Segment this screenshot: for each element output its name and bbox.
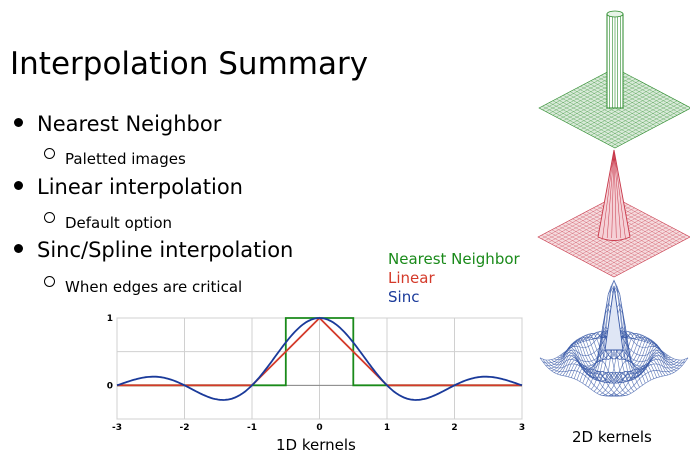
mesh-line — [607, 104, 685, 145]
x-tick-label: 2 — [451, 423, 457, 433]
bullet-label: Linear interpolation — [37, 175, 243, 199]
mesh-line — [594, 96, 671, 138]
subbullet-label: When edges are critical — [65, 278, 243, 296]
mesh-line — [610, 234, 687, 276]
mesh-line — [601, 100, 678, 141]
legend-entry-nearest: Nearest Neighbor — [388, 250, 520, 268]
mesh-line — [554, 352, 629, 396]
mesh-line — [590, 80, 667, 121]
mesh-line — [565, 342, 640, 388]
kernel-2d-sinc — [539, 279, 689, 397]
mesh-line — [580, 89, 657, 131]
mesh-line — [562, 344, 638, 390]
mesh-line — [590, 95, 667, 136]
mesh-line — [582, 220, 660, 261]
mesh-line — [571, 308, 646, 384]
legend-entry-sinc: Sinc — [388, 288, 420, 306]
mesh-line — [582, 308, 657, 384]
mesh-line — [605, 358, 680, 397]
bullet-dot-icon — [14, 180, 23, 190]
slide-title: Interpolation Summary — [10, 46, 369, 82]
mesh-line — [597, 98, 674, 140]
mesh-line — [587, 82, 664, 123]
bullet-nearest-neighbor: Nearest Neighbor — [14, 112, 221, 136]
mesh-line — [606, 233, 684, 274]
bullet-label: Nearest Neighbor — [37, 112, 222, 136]
hollow-circle-icon — [44, 148, 55, 159]
mesh-line — [611, 105, 688, 147]
subbullet-label: Default option — [65, 214, 173, 232]
mesh-line — [590, 344, 666, 390]
mesh-line — [542, 358, 617, 397]
mesh-line — [551, 355, 626, 396]
mesh-line — [588, 342, 663, 388]
mesh-line — [548, 358, 623, 397]
mesh-line — [557, 349, 632, 394]
bullet-dot-icon — [14, 117, 23, 127]
cone-stripe — [613, 149, 617, 239]
mesh-line — [611, 69, 688, 111]
legend-entry-linear: Linear — [388, 269, 435, 287]
series-line-sinc — [116, 317, 523, 401]
cone-stripe — [613, 149, 622, 239]
mesh-line — [604, 102, 681, 143]
hollow-circle-icon — [44, 276, 55, 287]
cone-stripe — [611, 149, 615, 239]
mesh-line — [599, 352, 674, 396]
kernel-2d-linear — [537, 149, 690, 278]
subbullet-default: Default option — [44, 212, 173, 232]
caption-1d-kernels: 1D kernels — [276, 436, 356, 454]
kernel-sinc-peak — [604, 285, 624, 351]
chart-series — [116, 316, 523, 401]
bullet-sinc: Sinc/Spline interpolation — [14, 238, 293, 262]
x-tick-label: 3 — [519, 423, 525, 433]
x-tick-label: 0 — [316, 423, 322, 433]
mesh-line — [593, 347, 669, 392]
mesh-line — [559, 347, 635, 392]
subbullet-label: Paletted images — [65, 150, 186, 168]
cone-stripe — [602, 149, 615, 239]
mesh-line — [596, 227, 673, 269]
kernel-2d-nearest — [538, 10, 690, 149]
mesh-line — [589, 224, 666, 265]
cone-stripe — [613, 149, 626, 239]
mesh-line — [587, 93, 664, 134]
mesh-line — [579, 287, 655, 382]
bullet-dot-icon — [14, 243, 23, 253]
x-tick-label: -2 — [180, 423, 190, 433]
mesh-line — [583, 91, 661, 132]
cone-stripe — [606, 149, 615, 239]
mesh-line — [611, 358, 686, 397]
mesh-line — [603, 231, 680, 272]
y-tick-label: 0 — [107, 381, 113, 391]
caption-2d-kernels: 2D kernels — [572, 428, 652, 446]
mesh-line — [573, 287, 649, 382]
x-tick-label: -1 — [247, 423, 257, 433]
mesh-line — [586, 222, 663, 263]
mesh-line — [596, 349, 671, 394]
chart-ticks: -3 -2 -1 0 1 2 3 0 1 — [107, 314, 525, 433]
bullet-label: Sinc/Spline interpolation — [37, 238, 294, 262]
subbullet-paletted: Paletted images — [44, 148, 186, 168]
chart-legend: Nearest Neighbor Linear Sinc — [388, 250, 520, 307]
mesh-line — [600, 229, 677, 270]
hollow-circle-icon — [44, 212, 55, 223]
mesh-line — [539, 357, 615, 397]
mesh-line — [593, 225, 670, 267]
subbullet-edges: When edges are critical — [44, 276, 243, 296]
x-tick-label: 1 — [384, 423, 390, 433]
pillar-top — [606, 10, 624, 18]
mesh-line — [545, 359, 620, 397]
mesh-line — [576, 279, 652, 381]
mesh-line — [602, 355, 677, 396]
y-tick-label: 1 — [107, 314, 113, 324]
x-tick-label: -3 — [112, 423, 122, 433]
bullet-linear: Linear interpolation — [14, 175, 243, 199]
mesh-line — [613, 357, 689, 397]
kernel-cone — [597, 149, 631, 241]
mesh-line — [608, 359, 683, 397]
